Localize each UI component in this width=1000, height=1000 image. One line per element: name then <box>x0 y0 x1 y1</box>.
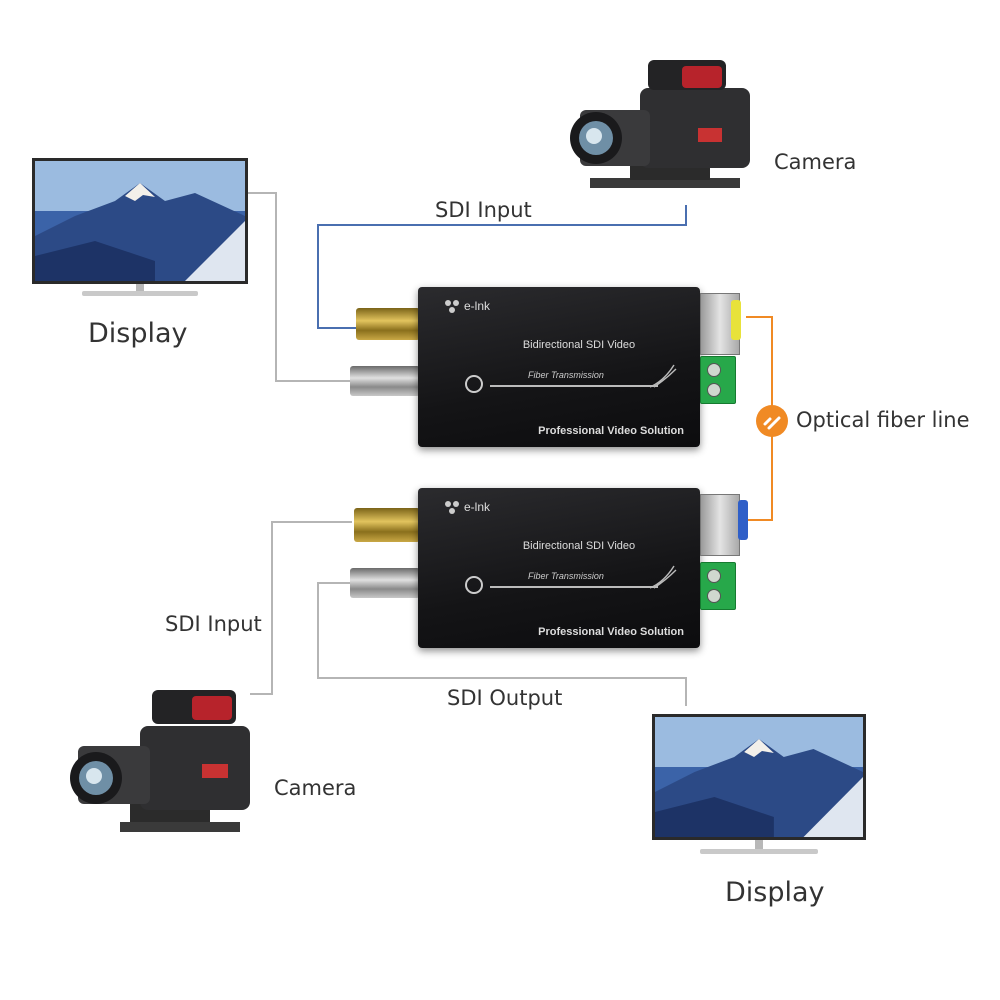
display-monitor-bottom-right <box>652 714 866 856</box>
terminal-block <box>700 356 736 404</box>
fiber-curves-icon <box>649 565 677 589</box>
fiber-line-graphic <box>490 385 658 387</box>
terminal-screw <box>707 569 721 583</box>
bnc-connector-gold <box>354 508 420 542</box>
fiber-link-icon <box>756 405 788 437</box>
bnc-connector-silver <box>350 568 420 598</box>
fiber-port-icon <box>465 576 483 594</box>
display-monitor-top-left <box>32 158 248 298</box>
brand-name: e-lnk <box>464 299 491 313</box>
terminal-screw <box>707 363 721 377</box>
sdi-input-line-top <box>317 205 687 329</box>
unit-tagline: Professional Video Solution <box>538 425 684 437</box>
display-stand <box>755 840 763 850</box>
sdi-output-line-bottom <box>317 582 687 706</box>
fiber-transmission-label: Fiber Transmission <box>528 571 604 581</box>
display-base <box>700 849 818 854</box>
sdi-input-label-top: SDI Input <box>435 198 532 222</box>
brand-logo-icon <box>445 501 459 514</box>
display-stand <box>136 284 144 292</box>
fiber-transmission-label: Fiber Transmission <box>528 370 604 380</box>
unit-title: Bidirectional SDI Video <box>522 339 636 351</box>
camera-label-top-right: Camera <box>774 150 857 174</box>
brand-logo-icon <box>445 300 459 313</box>
display-label-top-left: Display <box>88 318 188 349</box>
fiber-line-graphic <box>490 586 658 588</box>
camera-label-bottom-left: Camera <box>274 776 357 800</box>
camera-bottom-left <box>70 690 250 832</box>
fiber-curves-icon <box>649 364 677 388</box>
sdi-input-label-bottom: SDI Input <box>165 612 262 636</box>
bnc-connector-gold <box>356 308 420 340</box>
display-base <box>82 291 198 296</box>
display-screen <box>32 158 248 284</box>
display-screen <box>652 714 866 840</box>
terminal-screw <box>707 589 721 603</box>
sdi-output-line-top <box>248 192 350 382</box>
fiber-port-icon <box>465 375 483 393</box>
converter-unit-top: e-lnk Bidirectional SDI Video Fiber Tran… <box>418 287 700 447</box>
sfp-latch <box>731 300 741 340</box>
sfp-module <box>700 494 740 556</box>
converter-unit-bottom: e-lnk Bidirectional SDI Video Fiber Tran… <box>418 488 700 648</box>
camera-top-right <box>570 60 750 188</box>
unit-title: Bidirectional SDI Video <box>522 540 636 552</box>
terminal-block <box>700 562 736 610</box>
terminal-screw <box>707 383 721 397</box>
display-label-bottom-right: Display <box>725 877 825 908</box>
optical-fiber-label: Optical fiber line <box>796 408 970 432</box>
unit-tagline: Professional Video Solution <box>538 626 684 638</box>
bnc-connector-silver <box>350 366 420 396</box>
sfp-latch <box>738 500 748 540</box>
brand-name: e-lnk <box>464 500 491 514</box>
sdi-input-line-bottom <box>250 521 352 695</box>
sdi-output-label-bottom: SDI Output <box>447 686 563 710</box>
